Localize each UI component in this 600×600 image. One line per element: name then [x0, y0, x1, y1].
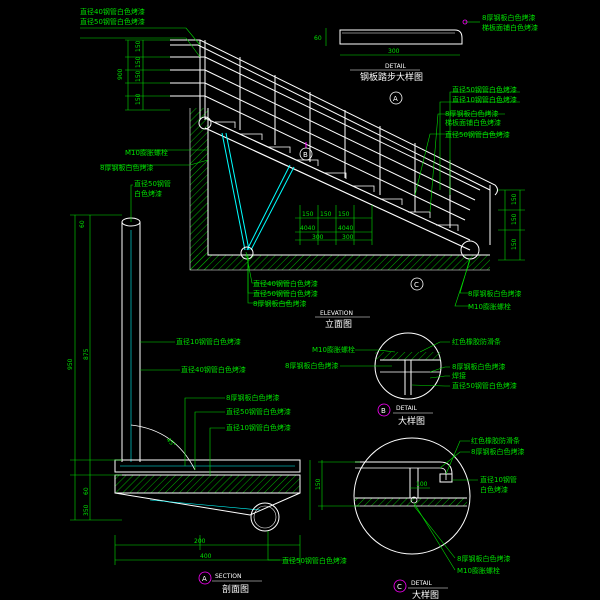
elevation-title-en: ELEVATION — [320, 310, 353, 317]
detail-b-label-1: 红色橡胶防滑条 — [452, 337, 501, 346]
marker-a-circle — [389, 91, 403, 105]
detail-b-title-cn: 大样图 — [398, 415, 425, 427]
section-label-post-1: 直径50钢管 — [134, 179, 171, 188]
section-v2-dim: 350 — [83, 504, 90, 516]
elev-label-tread-2: 梯板面铺白色烤漆 — [445, 118, 501, 127]
detail-c-label-4: 白色烤漆 — [480, 485, 508, 494]
detail-c-v-dim: 150 — [315, 478, 322, 490]
right-v1-dim: 150 — [511, 193, 518, 205]
elev-label-bolt-r: M10膨胀螺栓 — [468, 302, 511, 311]
elev-label-top-rail-2: 直径50钢管白色烤漆 — [80, 17, 145, 26]
elevation-title-cn: 立面图 — [325, 318, 352, 330]
section-mid-dim: 875 — [83, 348, 90, 360]
elev-v2-dim: 150 — [135, 56, 142, 68]
elev-v1-dim: 150 — [135, 40, 142, 52]
elev-label-brace-1: 直径40钢管白色烤漆 — [253, 279, 318, 288]
step-dim-b: 150 — [320, 211, 332, 218]
section-label-tube-1: 直径50钢管白色烤漆 — [226, 407, 291, 416]
detail-b-label-3: 8厚钢板白色烤漆 — [285, 361, 338, 370]
section-title-marker — [198, 571, 212, 585]
elev-label-bolt: M10膨胀螺栓 — [125, 148, 168, 157]
tread-label-1: 8厚钢板白色烤漆 — [482, 13, 535, 22]
elev-label-tread-1: 8厚钢板白色烤漆 — [445, 109, 498, 118]
tread-width-dim: 300 — [388, 48, 400, 55]
detail-c-drawing — [318, 437, 478, 571]
step-dim-d: 4040 — [300, 225, 315, 232]
detail-c-title-letter: C — [397, 583, 402, 591]
detail-b-label-6: 直径50钢管白色烤漆 — [452, 381, 517, 390]
elev-v3-dim: 150 — [135, 70, 142, 82]
tread-detail-title-en: DETAIL — [385, 63, 406, 70]
section-h1-dim: 200 — [194, 538, 206, 545]
right-v2-dim: 150 — [511, 213, 518, 225]
elev-label-plate: 8厚钢板白色烤漆 — [100, 163, 153, 172]
detail-b-title-en: DETAIL — [396, 405, 417, 412]
tread-detail-title-cn: 钢板踏步大样图 — [360, 71, 423, 83]
right-v3-dim: 150 — [511, 238, 518, 250]
step-dim-a: 150 — [302, 211, 314, 218]
section-title-en: SECTION — [215, 573, 241, 580]
section-v1-dim: 60 — [83, 487, 90, 495]
section-title-letter: A — [202, 575, 207, 583]
step-dim-g: 300 — [342, 234, 354, 241]
detail-b-title-letter: B — [381, 407, 386, 415]
section-label-plate: 8厚钢板白色烤漆 — [226, 393, 279, 402]
detail-c-label-3: 直径10钢管 — [480, 475, 517, 484]
elevation-drawing — [80, 27, 525, 307]
detail-c-title-cn: 大样图 — [412, 589, 439, 600]
elev-v4-dim: 150 — [135, 93, 142, 105]
elev-label-base-plate: 8厚钢板白色烤漆 — [253, 299, 306, 308]
tread-detail-drawing — [325, 19, 480, 56]
detail-c-title-en: DETAIL — [411, 580, 432, 587]
detail-b-drawing — [340, 332, 450, 400]
detail-c-label-1: 红色橡胶防滑条 — [471, 436, 520, 445]
step-dim-c: 150 — [338, 211, 350, 218]
elev-label-brace-2: 直径50钢管白色烤漆 — [253, 289, 318, 298]
elev-label-base-plate-r: 8厚钢板白色烤漆 — [468, 289, 521, 298]
detail-b-label-2: M10膨胀螺栓 — [312, 345, 355, 354]
section-h2-dim: 400 — [200, 553, 212, 560]
detail-b-label-5: 焊接 — [452, 371, 466, 380]
section-label-rail: 直径40钢管白色烤漆 — [181, 365, 246, 374]
detail-b-label-4: 8厚钢板白色烤漆 — [452, 362, 505, 371]
tread-height-dim: 60 — [314, 35, 322, 42]
marker-a-letter: A — [393, 95, 398, 103]
section-label-rod: 直径10钢管白色烤漆 — [176, 337, 241, 346]
marker-b-circle — [299, 147, 313, 161]
detail-c-h-dim: 100 — [416, 481, 428, 488]
step-dim-e: 4040 — [338, 225, 353, 232]
detail-c-label-5: 8厚钢板白色烤漆 — [457, 554, 510, 563]
section-drawing — [70, 184, 311, 565]
elev-total-dim: 900 — [117, 68, 124, 80]
elev-label-top-rail-1: 直径40钢管白色烤漆 — [80, 7, 145, 16]
section-label-tube-2: 直径10钢管白色烤漆 — [226, 423, 291, 432]
tread-label-2: 梯板面铺白色烤漆 — [482, 23, 538, 32]
marker-b-letter: B — [303, 151, 308, 159]
marker-c-circle — [410, 277, 424, 291]
section-label-post-2: 白色烤漆 — [134, 189, 162, 198]
section-label-bottom-tube: 直径50钢管白色烤漆 — [282, 556, 347, 565]
marker-c-letter: C — [414, 281, 419, 289]
detail-c-title-marker — [393, 579, 407, 593]
elev-label-stringer: 直径50钢管白色烤漆 — [445, 130, 510, 139]
section-angle-dim: 45° — [165, 436, 177, 448]
elev-label-handrail-1: 直径50钢管白色烤漆 — [452, 85, 517, 94]
detail-c-label-6: M10膨胀螺栓 — [457, 566, 500, 575]
detail-c-label-2: 8厚钢板白色烤漆 — [471, 447, 524, 456]
step-dim-f: 300 — [312, 234, 324, 241]
section-title-cn: 剖面图 — [222, 583, 249, 595]
detail-b-title-marker — [377, 403, 391, 417]
section-total-dim: 950 — [67, 358, 74, 370]
section-top-dim: 60 — [79, 220, 86, 228]
elev-label-handrail-2: 直径10钢管白色烤漆 — [452, 95, 517, 104]
